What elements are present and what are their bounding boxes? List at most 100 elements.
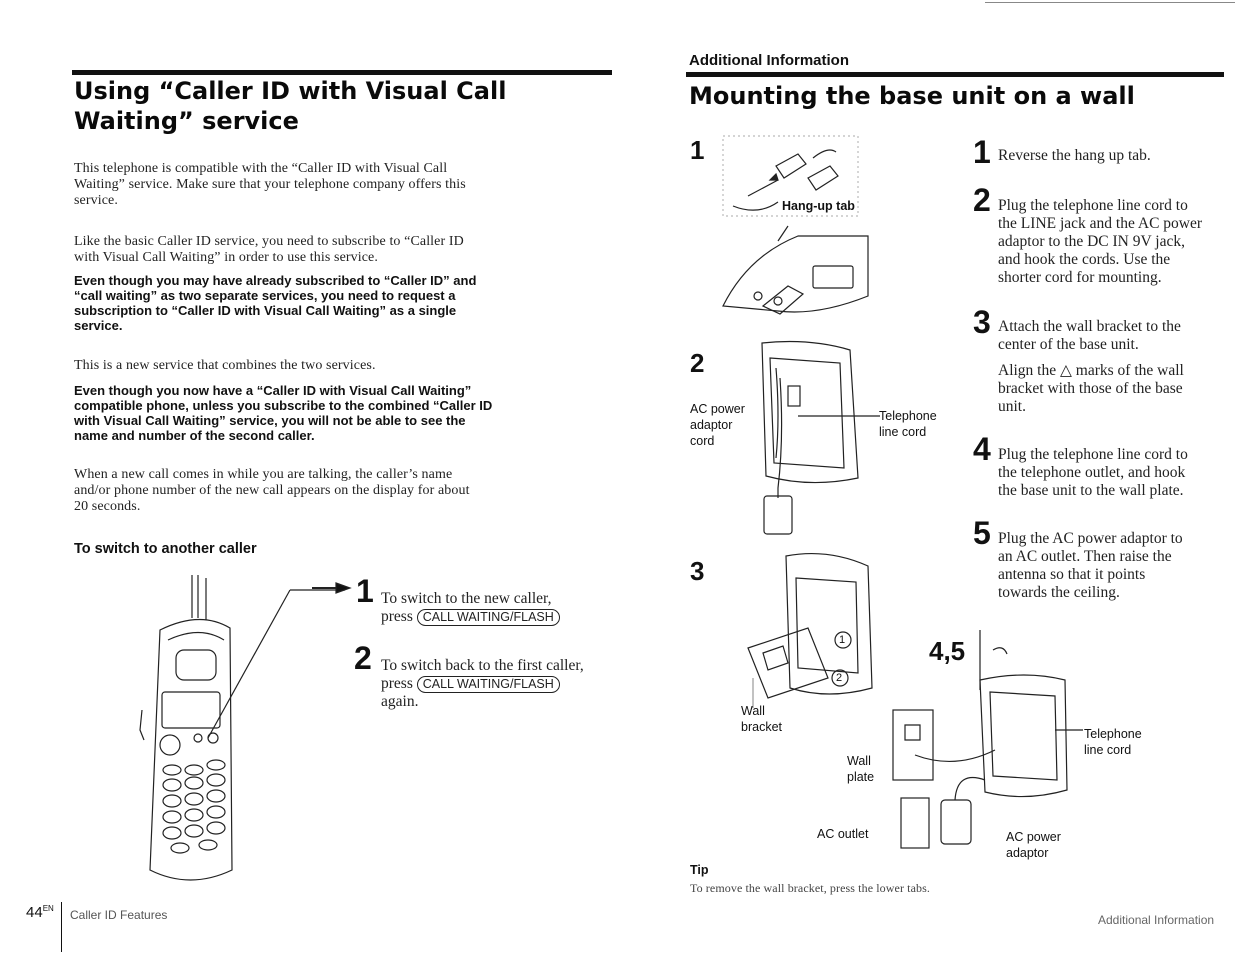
text-line: service. [74, 193, 118, 208]
step-1-number-left: 1 [356, 573, 374, 609]
ac-outlet-label: AC outlet [817, 827, 869, 841]
text-line: compatible phone, unless you subscribe t… [74, 398, 493, 413]
step-1-number-right: 1 [973, 134, 991, 170]
step-3-text-right: Attach the wall bracket to the center of… [998, 318, 1233, 416]
text-line: with Visual Call Waiting” service, you w… [74, 413, 466, 428]
title-rule-left [72, 70, 612, 75]
text-line: and/or phone number of the new call appe… [74, 483, 470, 498]
text-line: This telephone is compatible with the “C… [74, 161, 448, 176]
text-line: Wall [741, 704, 765, 718]
text-line: “call waiting” as two separate services,… [74, 288, 456, 303]
text-line: Align the △ marks of the wall [998, 362, 1184, 379]
step-1-text-left: To switch to the new caller, press CALL … [381, 590, 621, 626]
text-line: adaptor [690, 418, 733, 432]
page-number-left: 44EN [26, 904, 54, 921]
text-line: Waiting” service. Make sure that your te… [74, 177, 466, 192]
text-line: adaptor to the DC IN 9V jack, [998, 233, 1185, 250]
circled-1-label: 1 [839, 634, 846, 646]
text-line: line cord [1084, 743, 1132, 757]
title-line-1: Using “Caller ID with Visual Call [74, 77, 507, 105]
text-line: name and number of the second caller. [74, 428, 315, 443]
title-rule-right [686, 72, 1224, 77]
text-line: center of the base unit. [998, 336, 1139, 353]
text-line: Telephone [1084, 727, 1142, 741]
figure-1-number: 1 [690, 135, 705, 165]
text-line: plate [847, 770, 875, 784]
step-2-text-left: To switch back to the first caller, pres… [381, 657, 631, 711]
text-line: AC power [690, 402, 745, 416]
new-call-paragraph: When a new call comes in while you are t… [74, 467, 534, 515]
text-line: antenna so that it points [998, 566, 1146, 583]
call-waiting-flash-key[interactable]: CALL WAITING/FLASH [416, 609, 560, 626]
step-1-text-right: Reverse the hang up tab. [998, 147, 1151, 164]
page-title-left: Using “Caller ID with Visual Call Waitin… [74, 76, 614, 136]
compatibility-note: Even though you now have a “Caller ID wi… [74, 383, 534, 443]
text-line: the LINE jack and the AC power [998, 215, 1203, 232]
text-line: bracket [741, 720, 782, 734]
step-5-number-right: 5 [973, 515, 991, 551]
text-line: service. [74, 318, 123, 333]
text-line: To switch to the new caller, [381, 590, 552, 607]
circled-2-label: 2 [836, 672, 843, 684]
ac-power-adaptor-cord-label: AC power adaptor cord [690, 401, 745, 449]
step-2-number-left: 2 [354, 640, 372, 676]
text-line: Attach the wall bracket to the [998, 318, 1181, 335]
page-number: 44 [26, 904, 43, 921]
figure-45-mounted-unit [892, 630, 1083, 849]
section-label: Additional Information [689, 52, 849, 69]
text-line: bracket with those of the base [998, 380, 1183, 397]
subheading-switch-caller: To switch to another caller [74, 541, 257, 557]
wall-plate-label: Wall plate [847, 753, 874, 785]
step-4-text-right: Plug the telephone line cord to the tele… [998, 446, 1233, 500]
subscribe-paragraph: Like the basic Caller ID service, you ne… [74, 234, 524, 266]
text-line: adaptor [1006, 846, 1049, 860]
telephone-line-cord-label-2: Telephone line cord [1084, 726, 1142, 758]
page-title-right: Mounting the base unit on a wall [689, 82, 1135, 110]
footer-left: Caller ID Features [70, 908, 168, 922]
top-right-rule [985, 2, 1235, 3]
text-line: AC power [1006, 830, 1061, 844]
text-line: To switch back to the first caller, [381, 657, 584, 674]
text-line: shorter cord for mounting. [998, 269, 1162, 286]
text-line: an AC outlet. Then raise the [998, 548, 1172, 565]
step-4-number-right: 4 [973, 431, 991, 467]
text-line: with Visual Call Waiting” in order to us… [74, 250, 378, 265]
text-line: unit. [998, 398, 1026, 415]
page-number-suffix: EN [42, 904, 54, 913]
handset-illustration [139, 575, 345, 881]
pointer-arrow-icon [312, 582, 352, 594]
figure-3-wall-bracket [747, 552, 873, 708]
call-waiting-flash-key[interactable]: CALL WAITING/FLASH [416, 676, 560, 693]
text-line: Plug the telephone line cord to [998, 446, 1188, 463]
text-line: cord [690, 434, 715, 448]
step-2-text-right: Plug the telephone line cord to the LINE… [998, 197, 1233, 287]
text-line: Plug the AC power adaptor to [998, 530, 1183, 547]
step-2-number-right: 2 [973, 182, 991, 218]
text-line: Telephone [879, 409, 937, 423]
footer-divider-left [61, 902, 62, 952]
text-line: the base unit to the wall plate. [998, 482, 1184, 499]
text-line: line cord [879, 425, 927, 439]
subscription-note: Even though you may have already subscri… [74, 273, 534, 333]
text-line: This is a new service that combines the … [74, 358, 376, 373]
text-line: Like the basic Caller ID service, you ne… [74, 234, 464, 249]
text-line: When a new call comes in while you are t… [74, 467, 453, 482]
telephone-line-cord-label: Telephone line cord [879, 408, 937, 440]
text-line: the telephone outlet, and hook [998, 464, 1186, 481]
text-line: and hook the cords. Use the [998, 251, 1171, 268]
title-line-2: Waiting” service [74, 107, 299, 135]
step-5-text-right: Plug the AC power adaptor to an AC outle… [998, 530, 1233, 602]
text-line: Even though you now have a “Caller ID wi… [74, 383, 472, 398]
text-line: Even though you may have already subscri… [74, 273, 477, 288]
intro-paragraph: This telephone is compatible with the “C… [74, 161, 524, 209]
text-line: again. [381, 693, 419, 710]
text-line: subscription to “Caller ID with Visual C… [74, 303, 457, 318]
figure-45-number: 4,5 [929, 636, 966, 666]
figure-2-cords [761, 340, 880, 535]
wall-bracket-label: Wall bracket [741, 703, 782, 735]
text-line: 20 seconds. [74, 499, 141, 514]
text-line: press [381, 675, 413, 692]
figure-3-number: 3 [690, 556, 705, 586]
text-line: towards the ceiling. [998, 584, 1120, 601]
text-line: press [381, 608, 413, 625]
